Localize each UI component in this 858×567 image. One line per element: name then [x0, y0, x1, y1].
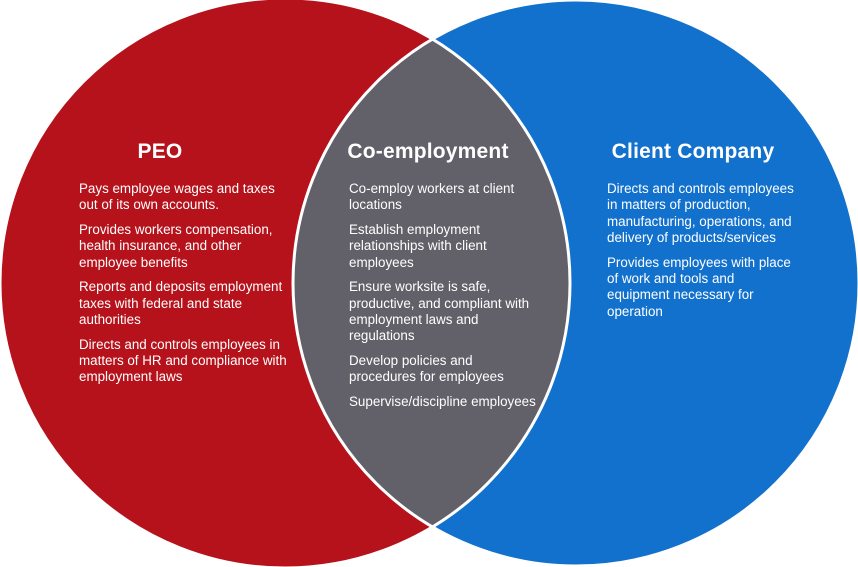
co-employment-responsibilities: Co-employ workers at client locations Es…	[349, 181, 539, 419]
peo-item: Pays employee wages and taxes out of its…	[79, 181, 275, 213]
peo-responsibilities: Pays employee wages and taxes out of its…	[79, 181, 294, 394]
overlap-region	[293, 0, 570, 566]
co-employment-item: Ensure worksite is safe, productive, and…	[349, 279, 530, 344]
client-company-item: Directs and controls employees in matter…	[607, 181, 794, 245]
co-employment-item: Supervise/discipline employees	[349, 394, 536, 410]
co-employment-item: Co-employ workers at client locations	[349, 181, 515, 213]
co-employment-item: Develop policies and procedures for empl…	[349, 353, 504, 385]
client-company-item: Provides employees with place of work an…	[607, 254, 791, 319]
peo-outline	[0, 0, 570, 567]
peo-item: Reports and deposits employment taxes wi…	[79, 279, 283, 328]
client-company-responsibilities: Directs and controls employees in matter…	[607, 181, 799, 328]
peo-title: PEO	[137, 140, 183, 163]
peo-item: Directs and controls employees in matter…	[79, 336, 287, 385]
co-employment-title: Co-employment	[347, 140, 509, 163]
co-employment-item: Establish employment relationships with …	[349, 222, 487, 270]
peo-item: Provides workers compensation, health in…	[79, 222, 273, 270]
client-outline	[291, 0, 858, 567]
client-company-title: Client Company	[611, 140, 775, 163]
